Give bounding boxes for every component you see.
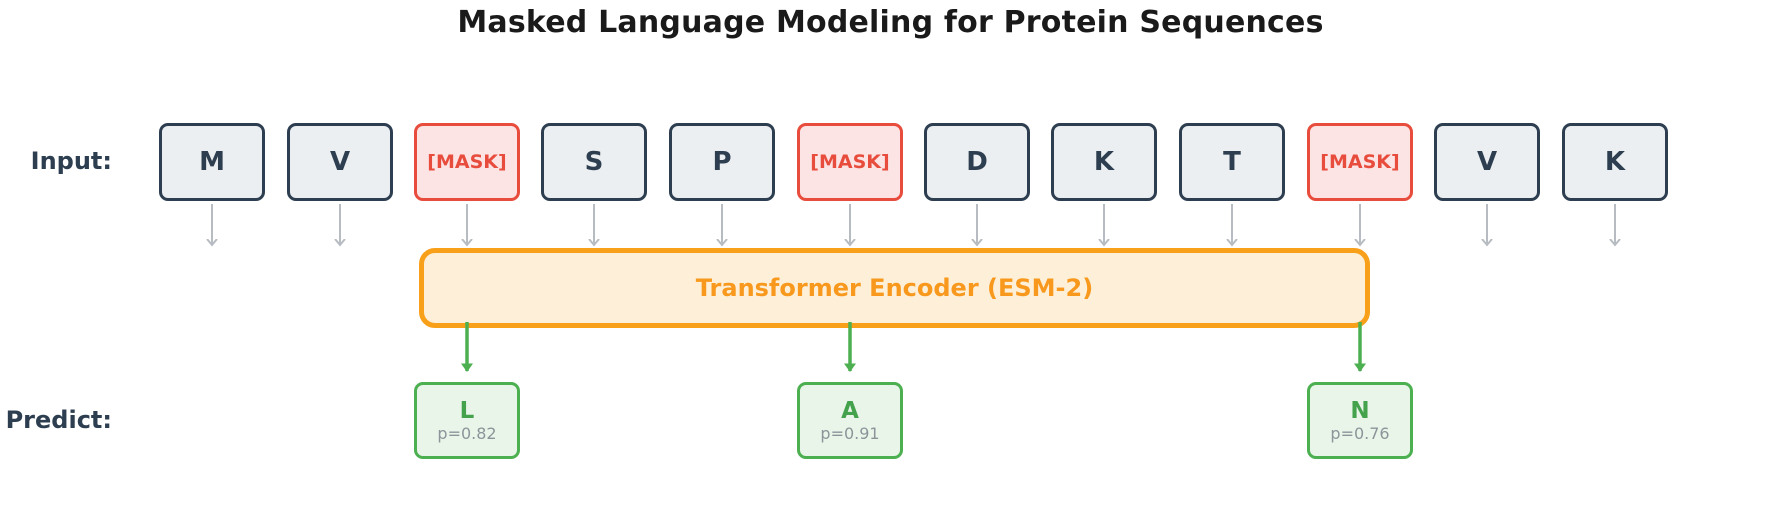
prediction-box: A p=0.91 (797, 382, 903, 459)
prediction-probability: p=0.91 (820, 424, 880, 443)
mask-token-label: [MASK] (810, 151, 890, 173)
diagram-title: Masked Language Modeling for Protein Seq… (457, 5, 1324, 40)
token-label: V (329, 147, 351, 177)
prediction-box: N p=0.76 (1307, 382, 1413, 459)
token-label: M (199, 147, 225, 177)
token-box: V (1434, 123, 1540, 201)
mask-token-box: [MASK] (414, 123, 520, 201)
token-label: K (1093, 147, 1115, 177)
mask-token-label: [MASK] (1320, 151, 1400, 173)
token-box: K (1562, 123, 1668, 201)
predict-row-label: Predict: (5, 406, 112, 434)
encoder-label: Transformer Encoder (ESM-2) (695, 274, 1094, 302)
input-row-label: Input: (30, 147, 112, 175)
token-label: V (1476, 147, 1498, 177)
prediction-probability: p=0.76 (1330, 424, 1390, 443)
token-box: P (669, 123, 775, 201)
predicted-letter: L (459, 398, 475, 424)
predicted-letter: N (1350, 398, 1370, 424)
mask-token-box: [MASK] (797, 123, 903, 201)
prediction-probability: p=0.82 (437, 424, 497, 443)
token-box: K (1051, 123, 1157, 201)
mask-token-label: [MASK] (427, 151, 507, 173)
token-label: S (584, 147, 604, 177)
token-box: V (287, 123, 393, 201)
token-box: D (924, 123, 1030, 201)
token-label: K (1604, 147, 1626, 177)
prediction-box: L p=0.82 (414, 382, 520, 459)
token-box: S (541, 123, 647, 201)
token-label: T (1223, 147, 1241, 177)
predicted-letter: A (841, 398, 859, 424)
token-label: P (712, 147, 732, 177)
token-box: M (159, 123, 265, 201)
token-box: T (1179, 123, 1285, 201)
mask-token-box: [MASK] (1307, 123, 1413, 201)
token-label: D (966, 147, 988, 177)
encoder-box: Transformer Encoder (ESM-2) (419, 248, 1370, 328)
